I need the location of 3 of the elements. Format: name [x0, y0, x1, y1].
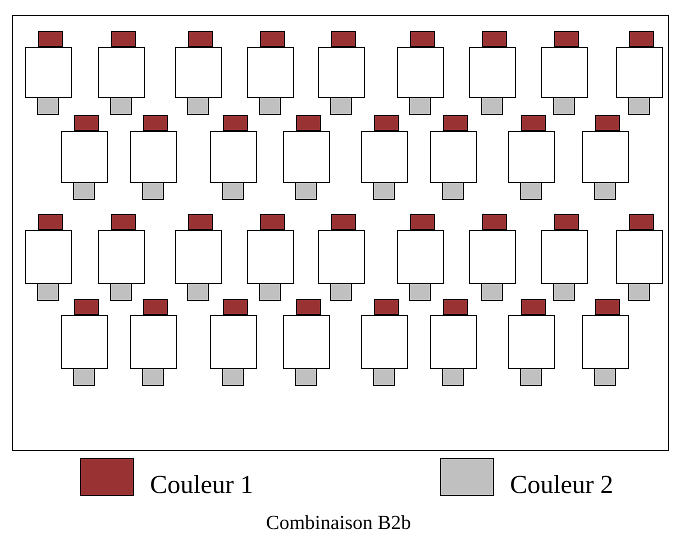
legend-label: Couleur 1	[150, 470, 254, 500]
legend-label: Couleur 2	[510, 470, 614, 500]
caption: Combinaison B2b	[264, 512, 412, 535]
